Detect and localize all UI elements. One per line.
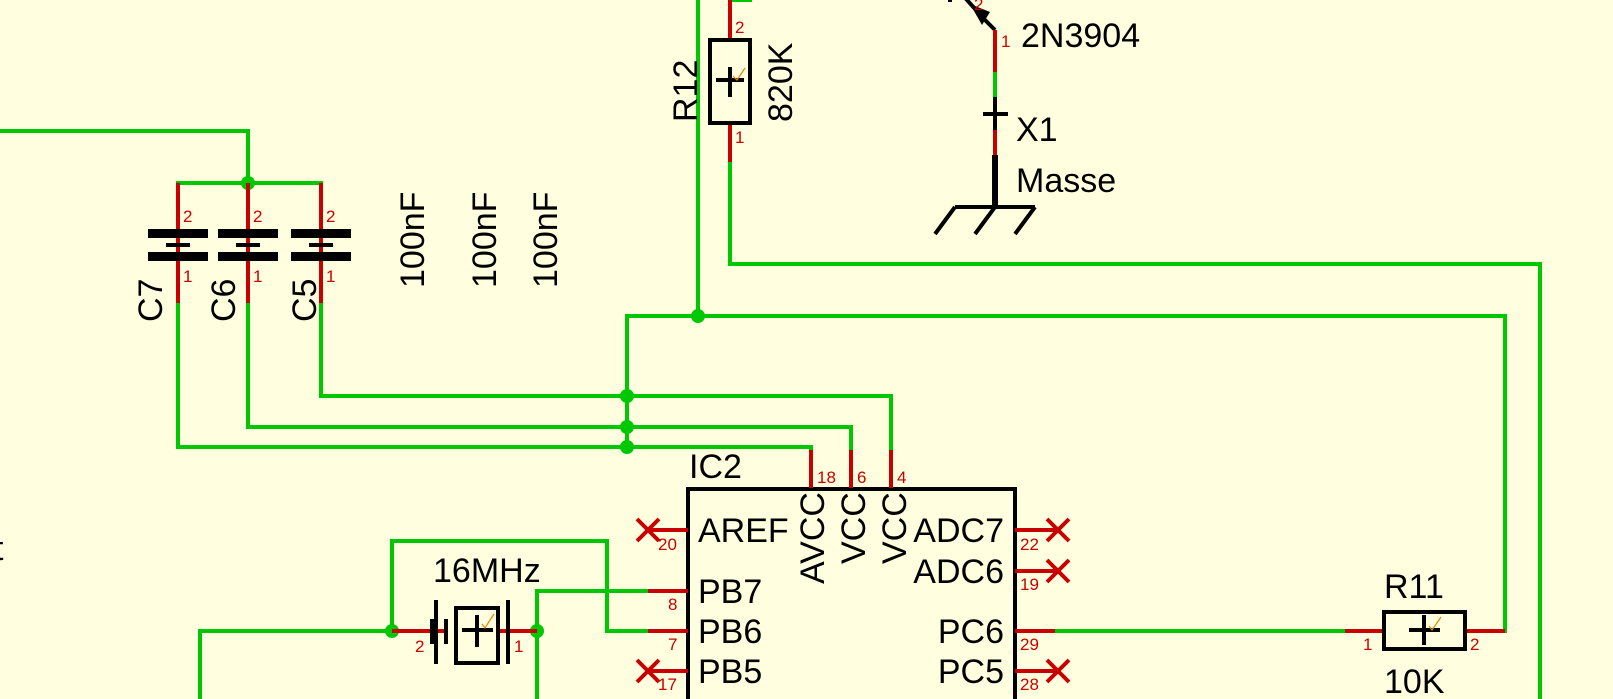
part-name: C7 [132, 279, 170, 322]
junction-dot [691, 309, 705, 323]
ic2-microcontroller[interactable]: IC2 18 6 4 AVCC VCC VCC 20 8 7 17 AREF P… [635, 448, 1071, 699]
net-wire [246, 301, 853, 452]
net-wire [319, 301, 893, 452]
net-wire [625, 314, 1507, 633]
pin-label: VCC [835, 492, 873, 564]
junctions [241, 176, 705, 638]
pin-number: 2 [974, 0, 983, 14]
no-connect-icon [635, 658, 661, 684]
pin-number: 19 [1020, 575, 1039, 594]
pin-number: 1 [183, 267, 192, 286]
pin-number: 1 [1001, 32, 1010, 51]
capacitor-c5[interactable]: 2 1 C5 100nF [286, 183, 565, 322]
net-wire [176, 301, 813, 452]
junction-dot [620, 420, 634, 434]
pin-number: 29 [1020, 635, 1039, 654]
no-connect-icon [1045, 558, 1071, 584]
pin-number: 2 [253, 207, 262, 226]
pin-number: 1 [326, 267, 335, 286]
pin-number: 1 [253, 267, 262, 286]
pin-number: 2 [1470, 635, 1479, 654]
pin-number: 2 [735, 18, 744, 37]
pin-number: 2 [326, 207, 335, 226]
pin-label: PC6 [938, 613, 1004, 651]
part-name: C6 [205, 279, 243, 322]
part-name: X1 [1016, 111, 1058, 149]
resistor-r11[interactable]: 1 2 R11 10K [1345, 568, 1505, 699]
part-value: 16MHz [433, 552, 541, 590]
emitter-arrow-icon [970, 4, 990, 25]
pin-label: AREF [698, 512, 789, 550]
part-value: 100nF [527, 192, 565, 288]
ground-x1[interactable]: X1 Masse [933, 97, 1116, 236]
part-value: Masse [1016, 162, 1116, 200]
pin-number: 4 [897, 468, 906, 487]
net-wire [198, 629, 394, 699]
pin-number: 7 [668, 635, 677, 654]
net-wire [728, 158, 1542, 699]
pin-number: 22 [1020, 535, 1039, 554]
capacitor-c7[interactable]: 2 1 C7 100nF [132, 183, 432, 322]
net-wire [0, 129, 250, 185]
junction-dot [620, 389, 634, 403]
pin-number: 18 [817, 468, 836, 487]
part-value: 100nF [394, 192, 432, 288]
part-value: 820K [762, 42, 800, 122]
capacitor-c6[interactable]: 2 1 C6 100nF [205, 183, 504, 322]
net-wire [535, 589, 650, 699]
pin-number: 1 [514, 637, 523, 656]
part-name: C5 [286, 279, 324, 322]
pin-label: VCC [876, 492, 914, 564]
pin-label: PB6 [698, 613, 762, 651]
pin-label: PB5 [698, 653, 762, 691]
transistor-2n3904[interactable]: 2 1 2N3904 [948, 0, 1140, 72]
pin-number: 8 [668, 595, 677, 614]
crystal-16mhz[interactable]: 2 1 16MHz [392, 552, 541, 665]
no-connect-icon [1045, 658, 1071, 684]
no-connect-icon [1045, 517, 1071, 543]
pin-number: 17 [658, 675, 677, 694]
pin-number: 20 [658, 535, 677, 554]
net-wire [390, 539, 650, 633]
part-name: R11 [1384, 568, 1444, 606]
edge-text: t [0, 530, 4, 568]
pin-label: PB7 [698, 573, 762, 611]
part-name: R12 [667, 60, 705, 122]
part-name: IC2 [689, 448, 742, 486]
part-value: 100nF [466, 192, 504, 288]
pin-label: AVCC [794, 492, 832, 584]
pin-number: 2 [415, 637, 424, 656]
nets [0, 0, 1542, 699]
pin-number: 6 [857, 468, 866, 487]
pin-number: 28 [1020, 675, 1039, 694]
pin-label: ADC6 [913, 553, 1004, 591]
pin-label: PC5 [938, 653, 1004, 691]
junction-dot [620, 440, 634, 454]
pin-number: 1 [1363, 635, 1372, 654]
part-value: 10K [1384, 663, 1445, 699]
pin-number: 1 [735, 128, 744, 147]
no-connect-icon [635, 517, 661, 543]
part-value: 2N3904 [1021, 17, 1140, 55]
resistor-r12[interactable]: 2 1 R12 820K [667, 0, 800, 162]
pin-number: 2 [183, 207, 192, 226]
pin-label: ADC7 [913, 512, 1004, 550]
